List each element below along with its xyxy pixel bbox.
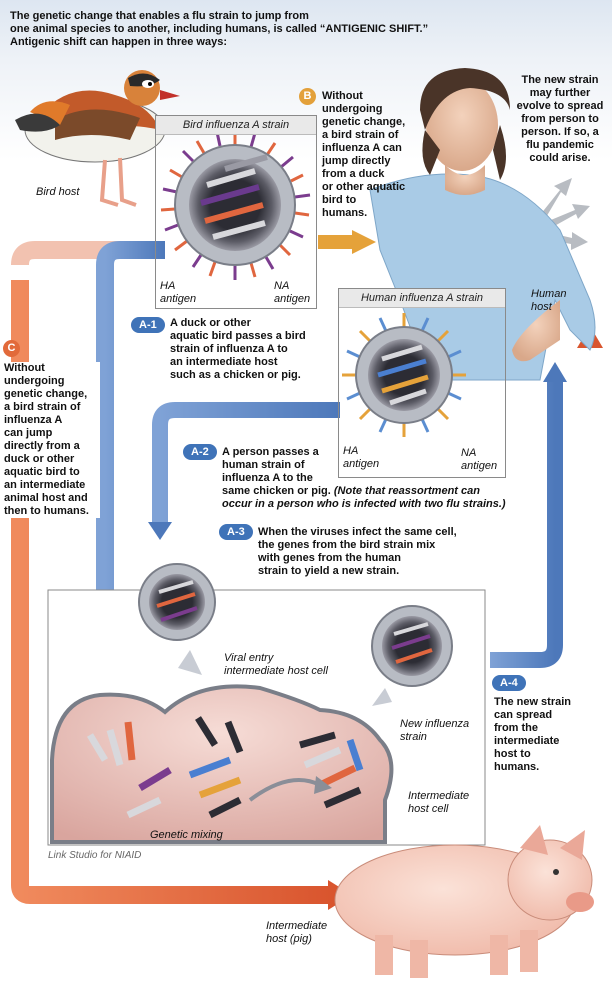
intro-line-1: The genetic change that enables a flu st… [10, 10, 309, 22]
intro-line-3: Antigenic shift can happen in three ways… [10, 36, 227, 48]
route-a1-arrow [96, 241, 165, 670]
entry-virus [138, 563, 216, 641]
human-strain-title: Human influenza A strain [339, 289, 505, 308]
badge-a1: A-1 [131, 317, 165, 333]
genome-segments [86, 716, 364, 819]
step-a3-text: When the viruses infect the same cell,th… [258, 526, 457, 577]
intro-text: The genetic change that enables a flu st… [10, 10, 480, 49]
bird-host-label: Bird host [36, 186, 80, 198]
route-a2-arrow [152, 402, 340, 525]
route-a4-arrow [490, 380, 563, 668]
route-c-arrow [11, 280, 330, 904]
badge-b: B [299, 88, 316, 105]
badge-a4: A-4 [492, 675, 526, 691]
bird-virus [160, 130, 311, 280]
credit-label: Link Studio for NIAID [48, 850, 142, 861]
badge-c: C [3, 340, 20, 357]
badge-a2: A-2 [183, 444, 217, 460]
intro-line-2: one animal species to another, including… [10, 23, 429, 35]
duck-illustration [15, 70, 180, 207]
antigenic-shift-term: “ANTIGENIC SHIFT.” [319, 23, 429, 35]
human-virus [342, 313, 466, 437]
badge-a3: A-3 [219, 524, 253, 540]
new-virus [371, 605, 453, 687]
bird-strain-title: Bird influenza A strain [156, 116, 316, 135]
genetic-mixing-label: Genetic mixing [150, 829, 223, 841]
human-illustration [369, 68, 596, 381]
pig-illustration [334, 825, 594, 978]
